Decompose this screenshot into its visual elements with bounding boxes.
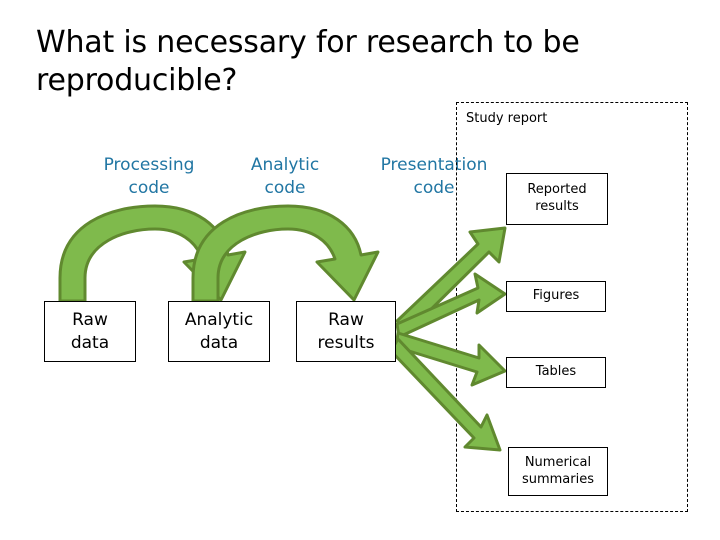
curved-arrow-raw-data-to-analytic-data: [58, 204, 247, 303]
study-report-label: Study report: [466, 111, 548, 126]
page-title: What is necessary for research to be rep…: [36, 25, 580, 99]
node-tables: Tables: [506, 357, 606, 388]
node-figures: Figures: [506, 281, 606, 312]
curved-arrow-analytic-data-to-raw-results: [191, 204, 380, 303]
